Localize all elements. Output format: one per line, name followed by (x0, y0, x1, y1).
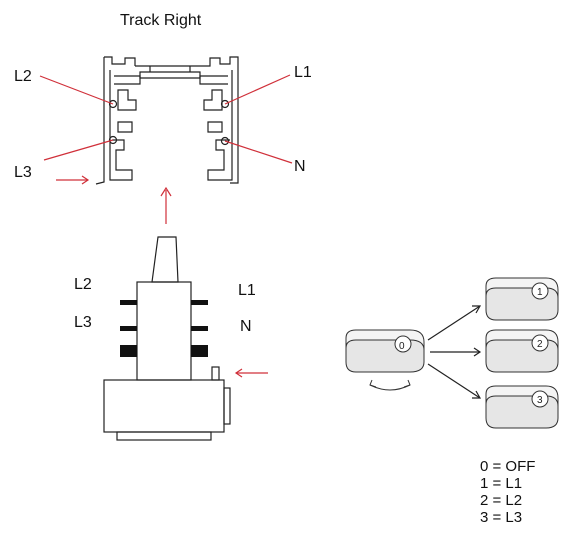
adapter-label-n: N (240, 318, 252, 335)
legend-item: 1 = L1 (480, 475, 523, 492)
dial-central (345, 329, 425, 391)
legend-item: 2 = L2 (480, 492, 523, 509)
switch-legend: 0 = OFF 1 = L1 2 = L2 3 = L3 (480, 458, 535, 526)
adapter-label-l1: L1 (238, 282, 256, 299)
dial-central-number: 0 (399, 341, 405, 352)
adapter-label-l2: L2 (74, 276, 92, 293)
track-label-l2: L2 (14, 68, 32, 85)
dial-position-2 (485, 329, 559, 373)
track-title: Track Right (120, 12, 202, 29)
track-label-n: N (294, 158, 306, 175)
dial-position-3 (485, 385, 559, 429)
track-label-l3: L3 (14, 164, 32, 181)
track-label-l1: L1 (294, 64, 312, 81)
dial-arrows (427, 305, 482, 399)
adapter-contacts (120, 300, 208, 357)
dial-position-1-number: 1 (537, 287, 543, 298)
track-pointer-lines (39, 74, 293, 164)
adapter (103, 236, 231, 441)
knob-arrow (234, 368, 268, 378)
legend-item: 0 = OFF (480, 458, 536, 475)
dial-position-3-number: 3 (537, 395, 543, 406)
dial-position-1 (485, 277, 559, 321)
up-arrow (160, 186, 172, 224)
legend-item: 3 = L3 (480, 509, 523, 526)
dial-position-2-number: 2 (537, 339, 543, 350)
track-insert-arrow (56, 175, 90, 185)
adapter-label-l3: L3 (74, 314, 92, 331)
track-profile (95, 56, 239, 185)
